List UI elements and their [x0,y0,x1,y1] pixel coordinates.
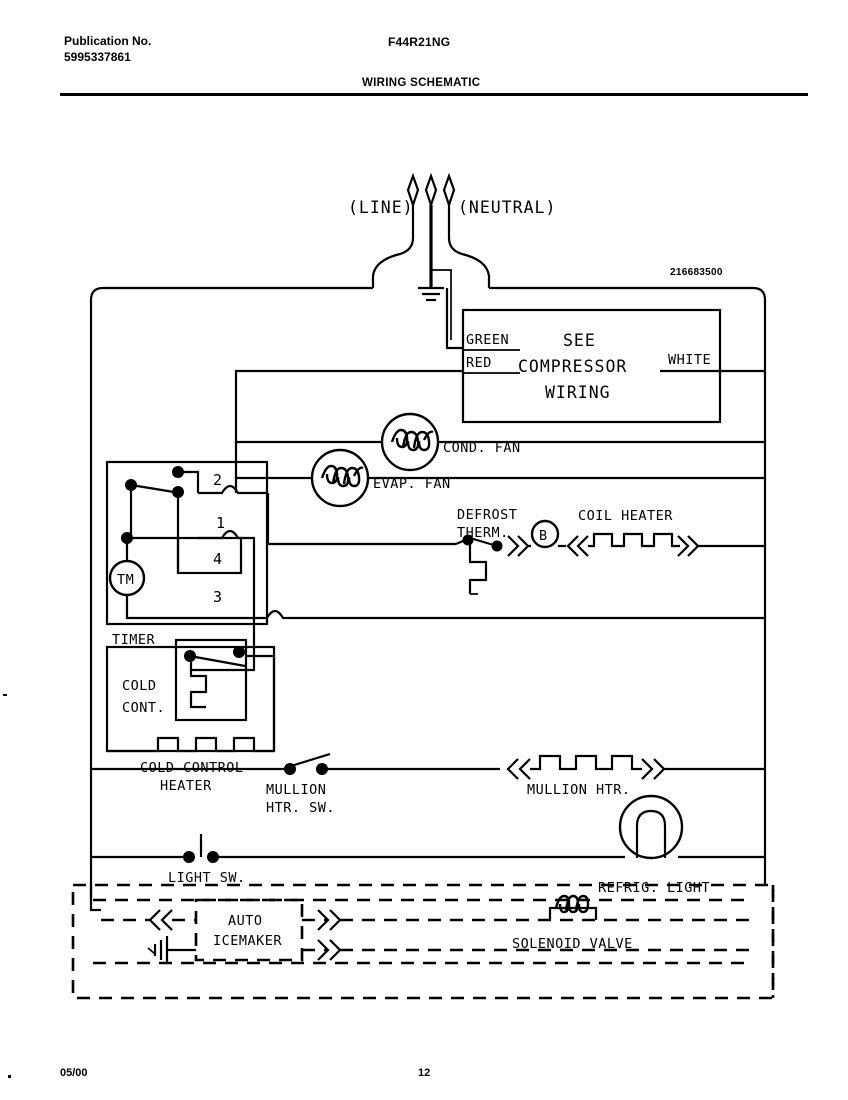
light-switch [183,834,219,863]
page-title: WIRING SCHEMATIC [362,77,481,89]
refrig-light-lamp [618,794,684,860]
header-divider [60,93,808,96]
defrost-terminal-chevron [507,535,530,557]
cond-fan-motor [380,412,440,472]
bimetal-b-symbol: B [530,519,560,549]
compressor-text-2: COMPRESSOR [518,357,627,376]
footer-page-number: 12 [418,1067,431,1079]
bimetal-b-letter: B [539,528,548,544]
coil-heater-terminal-right [677,535,700,557]
mullion-heater-terminal-right [641,758,666,780]
cold-cont-label-2: CONT. [122,700,165,716]
auto-icemaker-box: AUTO ICEMAKER [194,898,304,962]
timer-bottom-hop [266,609,765,620]
auto-icemaker-label-2: ICEMAKER [213,933,282,949]
timer-blade [130,483,181,495]
defrost-therm-label-1: DEFROST [457,507,517,523]
timer-inner-box [176,536,243,575]
line-conductor [371,205,415,288]
icemaker-terminal-right-top [317,909,342,931]
cold-control-bimetal [189,662,208,709]
mullion-heater-element [530,754,642,771]
solenoid-valve-label: SOLENOID VALVE [512,936,633,952]
wiring-schematic-diagram: (LINE) (NEUTRAL) 216683500 SEE COMPRESSO… [0,110,848,1010]
icemaker-terminal-left [148,909,173,931]
icemaker-dashed-region [71,883,775,1000]
timer-motor-lead-down [125,595,267,620]
green-lead-label: GREEN [466,332,509,348]
icemaker-left-connection [89,885,101,912]
neutral-label: (NEUTRAL) [458,198,556,217]
publication-number: 5995337861 [64,50,131,65]
right-bus-rail [489,286,767,885]
ground-branch [431,269,452,340]
mullion-htr-sw-label-1: MULLION [266,782,326,798]
compressor-wiring-box: SEE COMPRESSOR WIRING [461,308,722,424]
auto-icemaker-label-1: AUTO [228,913,263,929]
timer-branch-4 [191,590,256,672]
light-sw-label: LIGHT SW. [168,870,246,886]
line-label: (LINE) [348,198,414,217]
cold-control-blade [189,654,246,668]
publication-block: Publication No. 5995337861 [64,33,151,65]
power-supply-plug [406,172,456,209]
green-lead-wire [445,288,463,350]
left-margin-mark [3,694,7,696]
mullion-heater-switch [284,752,331,775]
ground-symbol [418,286,444,302]
cold-control-switch-box [174,638,248,722]
compressor-text-1: SEE [563,331,596,350]
neutral-conductor [447,205,491,288]
mullion-heater-terminal-left [506,758,531,780]
part-number: 216683500 [670,267,723,278]
defrost-thermostat [455,534,503,595]
cold-control-heater-element [107,736,274,753]
timer-terminal-2: 2 [213,471,222,489]
cold-control-right-lead [246,654,276,751]
footer-date: 05/00 [60,1067,88,1079]
timer-terminal-1: 1 [216,514,225,532]
timer-upper-wire [178,470,200,493]
model-number: F44R21NG [388,35,451,49]
defrost-therm-label-2: THERM. [457,525,509,541]
evap-fan-motor [310,448,370,508]
timer-terminal-4: 4 [213,550,222,568]
icemaker-ground-symbol [147,936,196,964]
icemaker-terminal-right-bottom [317,939,342,961]
coil-heater-terminal-left [566,535,589,557]
compressor-text-3: WIRING [545,383,611,402]
cold-cont-label-1: COLD [122,678,157,694]
solenoid-valve-symbol [548,894,598,920]
footer-corner-mark [8,1075,11,1078]
timer-assembly: TIMER TM [105,460,269,648]
mullion-htr-sw-label-2: HTR. SW. [266,800,335,816]
timer-label: TIMER [112,632,156,648]
timer-terminal-3: 3 [213,588,222,606]
refrig-light-label: REFRIG. LIGHT [598,880,710,896]
mullion-htr-label: MULLION HTR. [527,782,631,798]
coil-heater-element [588,532,680,548]
cold-control-heater-label-2: HEATER [160,778,212,794]
white-lead-label: WHITE [668,352,711,368]
timer-motor-label: TM [117,572,134,588]
evap-fan-label: EVAP. FAN [373,476,451,492]
red-lead-label: RED [466,355,492,371]
left-bus-rail [89,286,373,898]
cold-control-node-right [233,646,245,658]
coil-heater-label: COIL HEATER [578,508,673,524]
publication-label: Publication No. [64,34,152,48]
red-lead-wire [234,369,463,480]
timer-wire-hops [198,480,268,590]
cond-fan-label: COND. FAN [443,440,521,456]
